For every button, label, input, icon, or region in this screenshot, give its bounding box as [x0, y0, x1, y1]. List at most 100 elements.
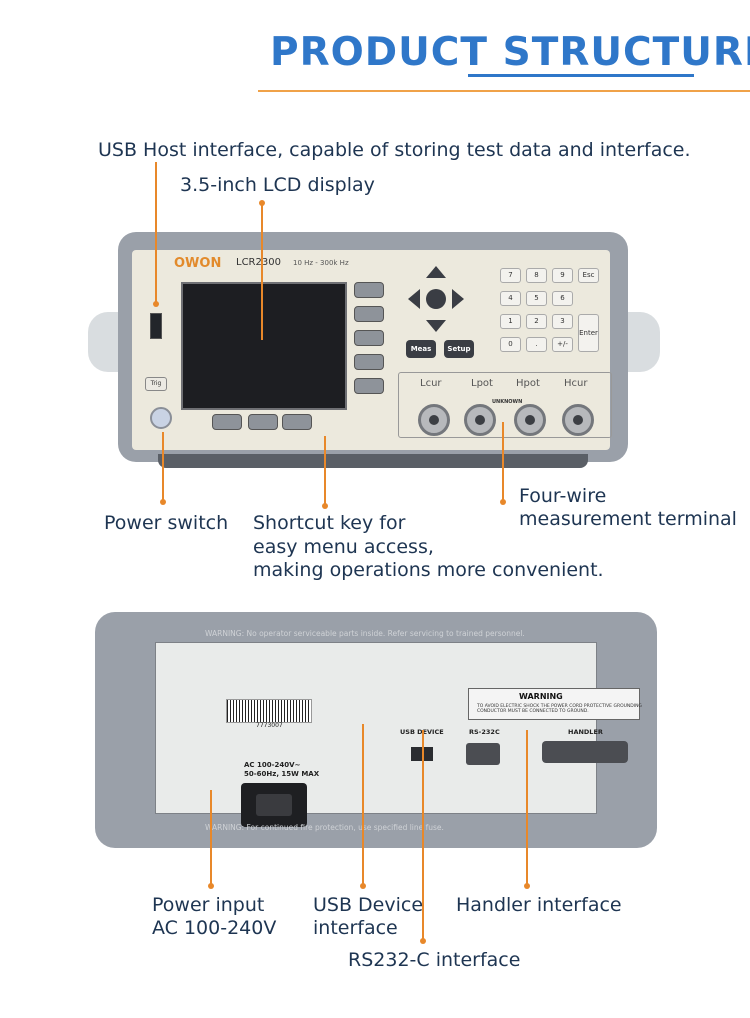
callout-line-rs232: [422, 730, 424, 942]
callout-line-handler: [526, 730, 528, 886]
title-word-2: STRUCTURE: [502, 30, 750, 75]
callout-line-lcd: [261, 202, 263, 340]
callout-dot-usb-device: [360, 883, 366, 889]
callout-line-shortcut: [324, 436, 326, 506]
lcd-display: [181, 282, 347, 410]
power-inlet: [241, 783, 307, 827]
shortcut-label-1: Shortcut key for: [253, 512, 406, 534]
key-6: 6: [552, 291, 573, 306]
four-wire-label-1: Four-wire: [519, 485, 607, 507]
handler-label: Handler interface: [456, 894, 622, 916]
softkey-4: [354, 354, 384, 370]
key-0: 0: [500, 337, 521, 352]
rear-plate: 7773007 AC 100-240V~ 50-60Hz, 15W MAX US…: [155, 642, 642, 827]
softkey-3: [354, 330, 384, 346]
key-9: 9: [552, 268, 573, 283]
front-feet: [158, 454, 588, 468]
key-dot: .: [526, 337, 547, 352]
shortcut-label-3: making operations more convenient.: [253, 559, 604, 581]
rear-warning-box-text-2: CONDUCTOR MUST BE CONNECTED TO GROUND.: [477, 709, 589, 714]
softkey-2: [354, 306, 384, 322]
callout-dot-power: [160, 499, 166, 505]
usb-device-port-label: USB DEVICE: [400, 728, 444, 736]
terminal-label-lcur: Lcur: [420, 378, 442, 389]
bnc-hpot: [514, 404, 546, 436]
key-plus-minus: +/-: [552, 337, 573, 352]
key-esc: Esc: [578, 268, 599, 283]
handler-port-label: HANDLER: [568, 728, 603, 736]
usb-device-label-1: USB Device: [313, 894, 424, 916]
softkey-bottom-3: [282, 414, 312, 430]
callout-line-power: [162, 432, 164, 502]
rear-warning-box-title: WARNING: [519, 692, 563, 701]
callout-dot-rs232: [420, 938, 426, 944]
rs232-label: RS232-C interface: [348, 949, 521, 971]
shortcut-label-2: easy menu access,: [253, 536, 434, 558]
rear-warning-box: WARNING TO AVOID ELECTRIC SHOCK THE POWE…: [468, 688, 642, 720]
callout-line-four-wire: [502, 422, 504, 502]
unknown-label: UNKNOWN: [492, 399, 523, 405]
power-switch-label: Power switch: [104, 512, 229, 534]
setup-button: Setup: [444, 340, 474, 358]
callout-line-power-input: [210, 790, 212, 886]
key-8: 8: [526, 268, 547, 283]
page-title: PRODUCT STRUCTURE: [270, 30, 750, 75]
usb-host-label: USB Host interface, capable of storing t…: [98, 139, 691, 161]
barcode-number: 7773007: [256, 722, 283, 729]
key-1: 1: [500, 314, 521, 329]
four-wire-label-2: measurement terminal: [519, 508, 737, 530]
key-3: 3: [552, 314, 573, 329]
bnc-hcur: [562, 404, 594, 436]
rear-panel-image: WARNING: No operator serviceable parts i…: [95, 612, 657, 848]
title-divider: [258, 90, 750, 92]
handler-port: [542, 741, 628, 763]
terminal-label-hcur: Hcur: [564, 378, 588, 389]
ac-spec-line-1: AC 100-240V~: [244, 761, 301, 769]
key-enter: Enter: [578, 314, 599, 352]
softkey-bottom-1: [212, 414, 242, 430]
callout-dot-handler: [524, 883, 530, 889]
callout-dot-lcd: [259, 200, 265, 206]
softkey-bottom-2: [248, 414, 278, 430]
bnc-lcur: [418, 404, 450, 436]
front-panel-image: OWON LCR2300 10 Hz - 300k Hz Trig Meas S…: [88, 232, 660, 468]
model-label: LCR2300: [236, 257, 281, 268]
callout-dot-shortcut: [322, 503, 328, 509]
freq-label: 10 Hz - 300k Hz: [293, 259, 349, 267]
ac-spec: AC 100-240V~ 50-60Hz, 15W MAX: [244, 761, 319, 779]
barcode: [226, 699, 312, 723]
usb-host-port: [150, 313, 162, 339]
rs232-port-label: RS-232C: [469, 728, 500, 736]
callout-dot-four-wire: [500, 499, 506, 505]
power-switch: [150, 407, 172, 429]
rear-warning-box-text-1: TO AVOID ELECTRIC SHOCK THE POWER CORD P…: [477, 704, 642, 709]
rear-warning-box-text: TO AVOID ELECTRIC SHOCK THE POWER CORD P…: [477, 704, 642, 714]
rs232-port: [466, 743, 500, 765]
key-5: 5: [526, 291, 547, 306]
power-input-label-2: AC 100-240V: [152, 917, 277, 939]
key-2: 2: [526, 314, 547, 329]
terminal-label-lpot: Lpot: [471, 378, 493, 389]
usb-device-label-2: interface: [313, 917, 398, 939]
rear-warning-bottom: WARNING: For continued fire protection, …: [205, 823, 444, 832]
title-underline: [468, 74, 694, 77]
title-word-1: PRODUCT: [270, 30, 489, 75]
callout-line-usb-host: [155, 162, 157, 304]
rear-warning-top: WARNING: No operator serviceable parts i…: [205, 629, 525, 638]
terminal-label-hpot: Hpot: [516, 378, 540, 389]
direction-pad: [408, 266, 464, 332]
callout-dot-power-input: [208, 883, 214, 889]
ac-spec-line-2: 50-60Hz, 15W MAX: [244, 770, 320, 778]
softkey-5: [354, 378, 384, 394]
callout-line-usb-device: [362, 724, 364, 886]
softkey-1: [354, 282, 384, 298]
key-7: 7: [500, 268, 521, 283]
power-input-label-1: Power input: [152, 894, 265, 916]
lcd-label: 3.5-inch LCD display: [180, 174, 375, 196]
bnc-lpot: [464, 404, 496, 436]
terminal-panel: [398, 372, 612, 438]
key-4: 4: [500, 291, 521, 306]
trig-button: Trig: [145, 377, 167, 391]
callout-dot-usb-host: [153, 301, 159, 307]
brand-logo: OWON: [174, 256, 222, 271]
